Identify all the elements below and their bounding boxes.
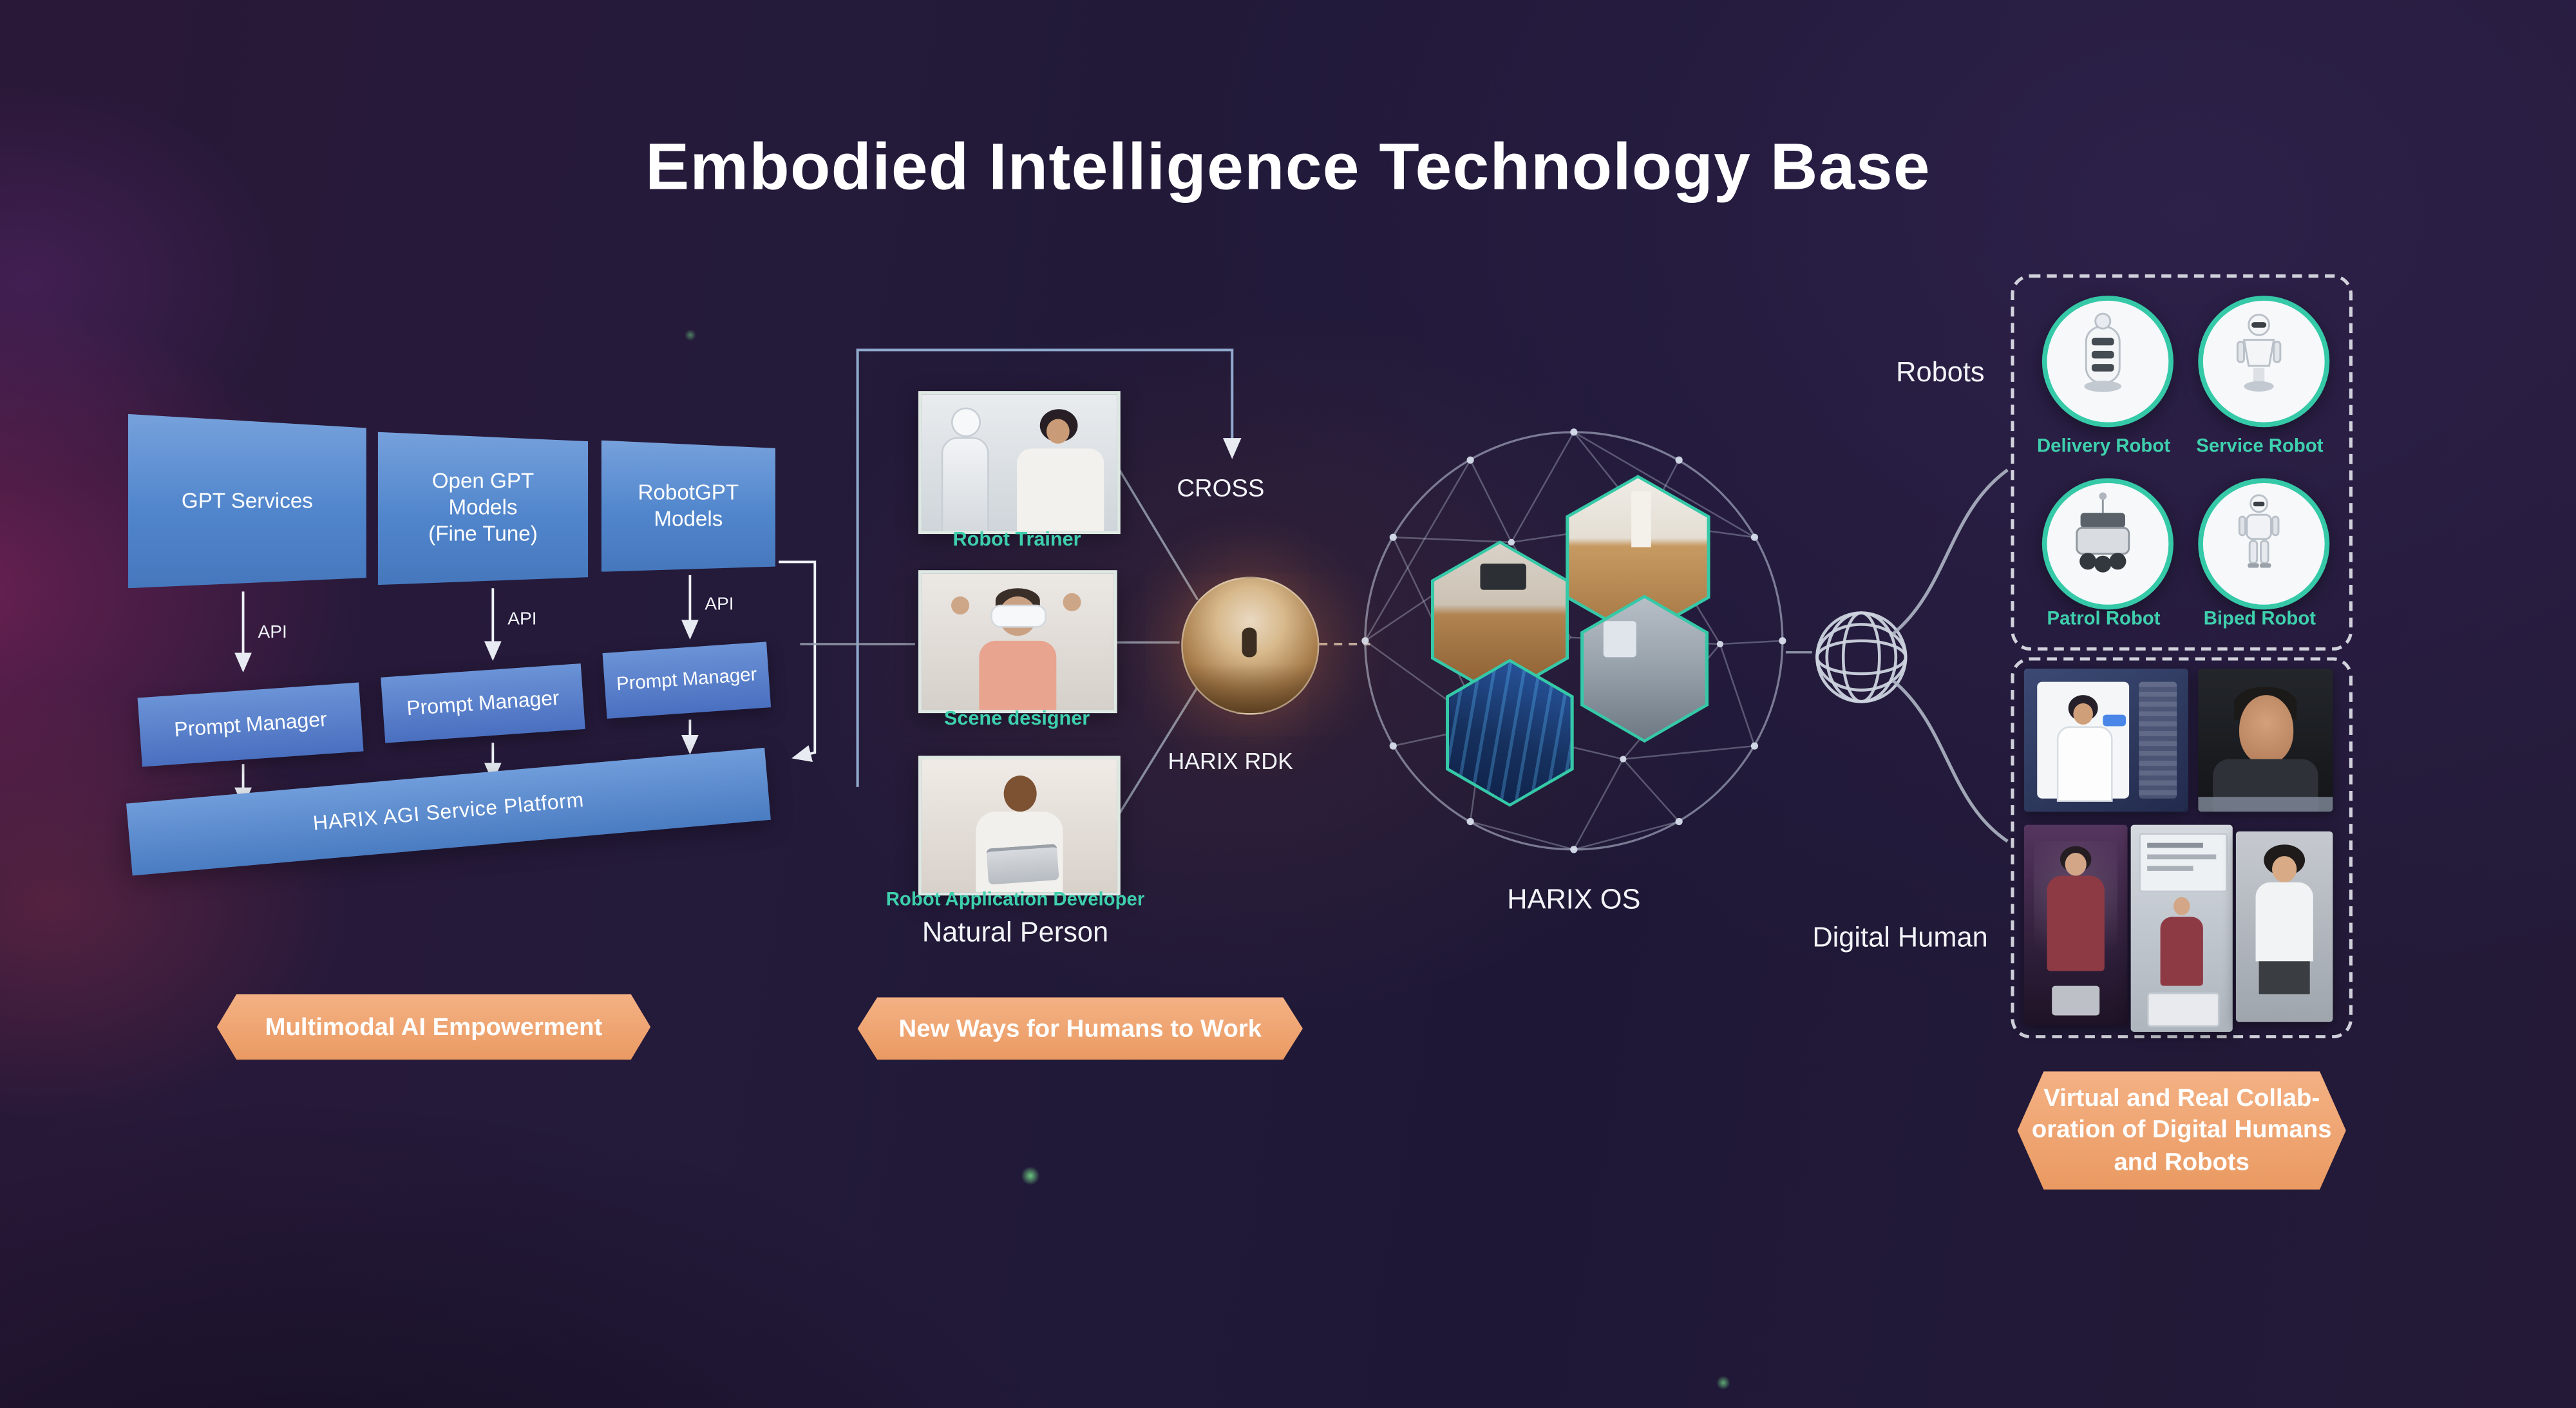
biped-robot-caption: Biped Robot [2203,609,2316,630]
harix-os-scene-bottom-image [1448,662,1571,804]
vr-headset [990,604,1046,628]
open-gpt-models-box: Open GPT Models (Fine Tune) [377,432,589,585]
dh-screen-chip [2103,714,2126,727]
harix-agi-platform-label: HARIX AGI Service Platform [312,788,585,835]
scene-top-pillar [1631,491,1651,547]
trainer-face [1046,419,1070,444]
video-call-tile [2198,669,2333,812]
multimodal-banner: Multimodal AI Empowerment [217,994,650,1060]
prompt-manager-box-3: Prompt Manager [602,642,772,719]
delivery-robot-caption: Delivery Robot [2037,437,2171,457]
cross-node-image [1181,576,1320,715]
scene-designer-caption: Scene designer [943,706,1090,730]
collab-banner: Virtual and Real Collab- oration of Digi… [2018,1071,2346,1190]
stage-face [2065,852,2087,876]
scene-right-window [1603,621,1636,658]
service-robot-icon [2236,314,2282,392]
robotgpt-models-box: RobotGPT Models [601,440,776,572]
api-label-3: API [705,595,734,615]
designer-arm-right [1063,593,1081,611]
robot-app-developer-photo [918,756,1121,896]
stage-body [2047,875,2105,971]
robot-app-developer-caption: Robot Application Developer [886,890,1145,911]
service-robot-caption: Service Robot [2196,437,2324,457]
api-label-1: API [258,622,287,643]
cross-label: CROSS [1177,475,1265,503]
developer-head [1003,775,1037,812]
kiosk-text-3 [2147,866,2193,871]
scene-designer-photo [918,570,1117,714]
digital-human-child-tile [2235,831,2333,1022]
open-gpt-models-label: Open GPT Models (Fine Tune) [428,468,538,546]
new-ways-banner: New Ways for Humans to Work [858,997,1303,1060]
robot-figure-body [941,437,989,531]
robots-group-box [2011,274,2353,651]
patrol-robot-caption: Patrol Robot [2047,609,2161,630]
digital-human-stage-tile [2023,824,2128,1025]
scene-bottom-conveyors [1448,662,1571,804]
kiosk-face [2173,897,2190,915]
robot-trainer-caption: Robot Trainer [952,527,1081,551]
robot-figure-head [951,407,981,437]
natural-person-label: Natural Person [922,917,1109,948]
designer-torso [979,640,1057,710]
prompt-manager-label-2: Prompt Manager [406,686,560,720]
harix-os-label: HARIX OS [1507,884,1641,915]
vc-laptop-edge [2198,797,2333,812]
prompt-manager-box-2: Prompt Manager [381,663,585,743]
child-top [2255,882,2313,962]
prompt-manager-label-1: Prompt Manager [173,707,328,742]
delivery-robot-image [2041,296,2174,428]
patrol-robot-icon [2076,492,2130,573]
page-title: Embodied Intelligence Technology Base [645,131,1931,204]
harix-os-scene-bottom [1445,658,1574,807]
api-label-2: API [507,609,537,630]
biped-robot-icon [2238,494,2280,568]
digital-human-label: Digital Human [1812,922,1988,953]
robotgpt-models-label: RobotGPT Models [638,479,739,531]
digital-human-group-box [2011,657,2353,1039]
kiosk-base [2147,992,2220,1027]
laptop [986,844,1059,885]
kiosk-screen [2139,833,2228,893]
kiosk-text-1 [2147,842,2203,848]
cross-scene-figure [1242,627,1257,658]
patrol-robot-image [2041,478,2174,610]
dh-screen-body [2056,726,2113,802]
stage-podium [2052,985,2100,1016]
service-robot-image [2198,296,2330,428]
kiosk-text-2 [2147,854,2217,860]
prompt-manager-label-3: Prompt Manager [616,665,758,696]
gpt-services-box: GPT Services [128,414,366,589]
child-face [2272,856,2297,882]
designer-arm-left [951,596,970,615]
digital-human-screen-tile [2023,669,2188,812]
multimodal-banner-label: Multimodal AI Empowerment [265,1013,603,1042]
digital-human-kiosk-tile [2130,824,2233,1032]
kiosk-body [2160,917,2203,986]
delivery-robot-icon [2084,312,2122,392]
dh-screen-face [2073,703,2093,725]
cross-scene-floor [1182,663,1318,714]
collab-banner-label: Virtual and Real Collab- oration of Digi… [2031,1084,2332,1176]
harix-rdk-label: HARIX RDK [1168,747,1293,774]
scene-left-tv [1480,563,1526,590]
biped-robot-image [2198,478,2330,610]
harix-os-scene-right [1580,595,1709,743]
gpt-services-label: GPT Services [181,488,313,513]
robot-trainer-photo [918,391,1121,535]
new-ways-banner-label: New Ways for Humans to Work [898,1014,1262,1043]
vc-face [2239,695,2294,765]
dh-window-blind [2139,681,2177,799]
trainer-body [1017,448,1104,531]
robots-group-label: Robots [1896,356,1985,388]
child-skirt [2259,961,2310,994]
